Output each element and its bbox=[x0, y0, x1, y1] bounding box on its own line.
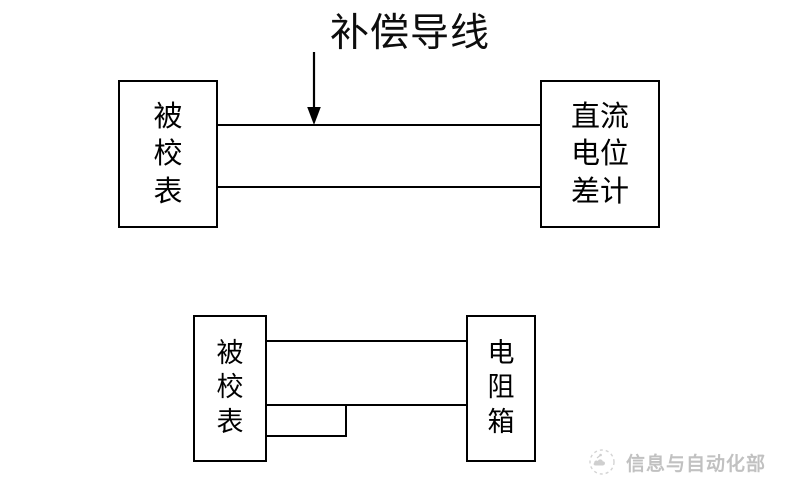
box-label-char: 阻 bbox=[487, 372, 515, 404]
top-upper-wire bbox=[217, 124, 542, 126]
box-label-line: 直流 bbox=[570, 99, 629, 134]
box-label-char: 校 bbox=[216, 372, 244, 404]
bottom-middle-wire bbox=[266, 404, 468, 406]
bottom-jumper-vertical-wire bbox=[345, 404, 347, 437]
watermark-text: 信息与自动化部 bbox=[626, 452, 767, 475]
bottom-jumper-lower-wire bbox=[266, 435, 347, 437]
label-compensating-wire: 补偿导线 bbox=[330, 11, 491, 56]
box-label-stack: 直流 电位 差计 bbox=[571, 98, 629, 209]
box-label-char: 表 bbox=[153, 173, 183, 208]
cloud-logo-icon bbox=[588, 448, 616, 476]
box-label-line: 差计 bbox=[570, 173, 629, 208]
box-label-char: 箱 bbox=[487, 406, 515, 438]
box-label-char: 表 bbox=[216, 406, 244, 438]
box-calibrated-meter-top: 被 校 表 bbox=[118, 80, 218, 228]
box-label-stack: 被 校 表 bbox=[217, 337, 244, 441]
box-resistance-box: 电 阻 箱 bbox=[466, 315, 536, 462]
box-calibrated-meter-bottom: 被 校 表 bbox=[193, 315, 267, 462]
box-label-char: 校 bbox=[153, 136, 183, 171]
bottom-upper-wire bbox=[266, 340, 468, 342]
box-label-char: 电 bbox=[487, 337, 515, 369]
box-label-char: 被 bbox=[216, 337, 244, 369]
box-label-stack: 电 阻 箱 bbox=[488, 337, 515, 441]
down-arrow-icon bbox=[306, 52, 322, 126]
box-label-char: 被 bbox=[153, 99, 183, 134]
top-lower-wire bbox=[217, 186, 542, 188]
box-label-stack: 被 校 表 bbox=[153, 98, 182, 209]
box-dc-potentiometer: 直流 电位 差计 bbox=[540, 80, 660, 228]
box-label-line: 电位 bbox=[570, 136, 629, 171]
watermark: 信息与自动化部 bbox=[588, 448, 766, 476]
